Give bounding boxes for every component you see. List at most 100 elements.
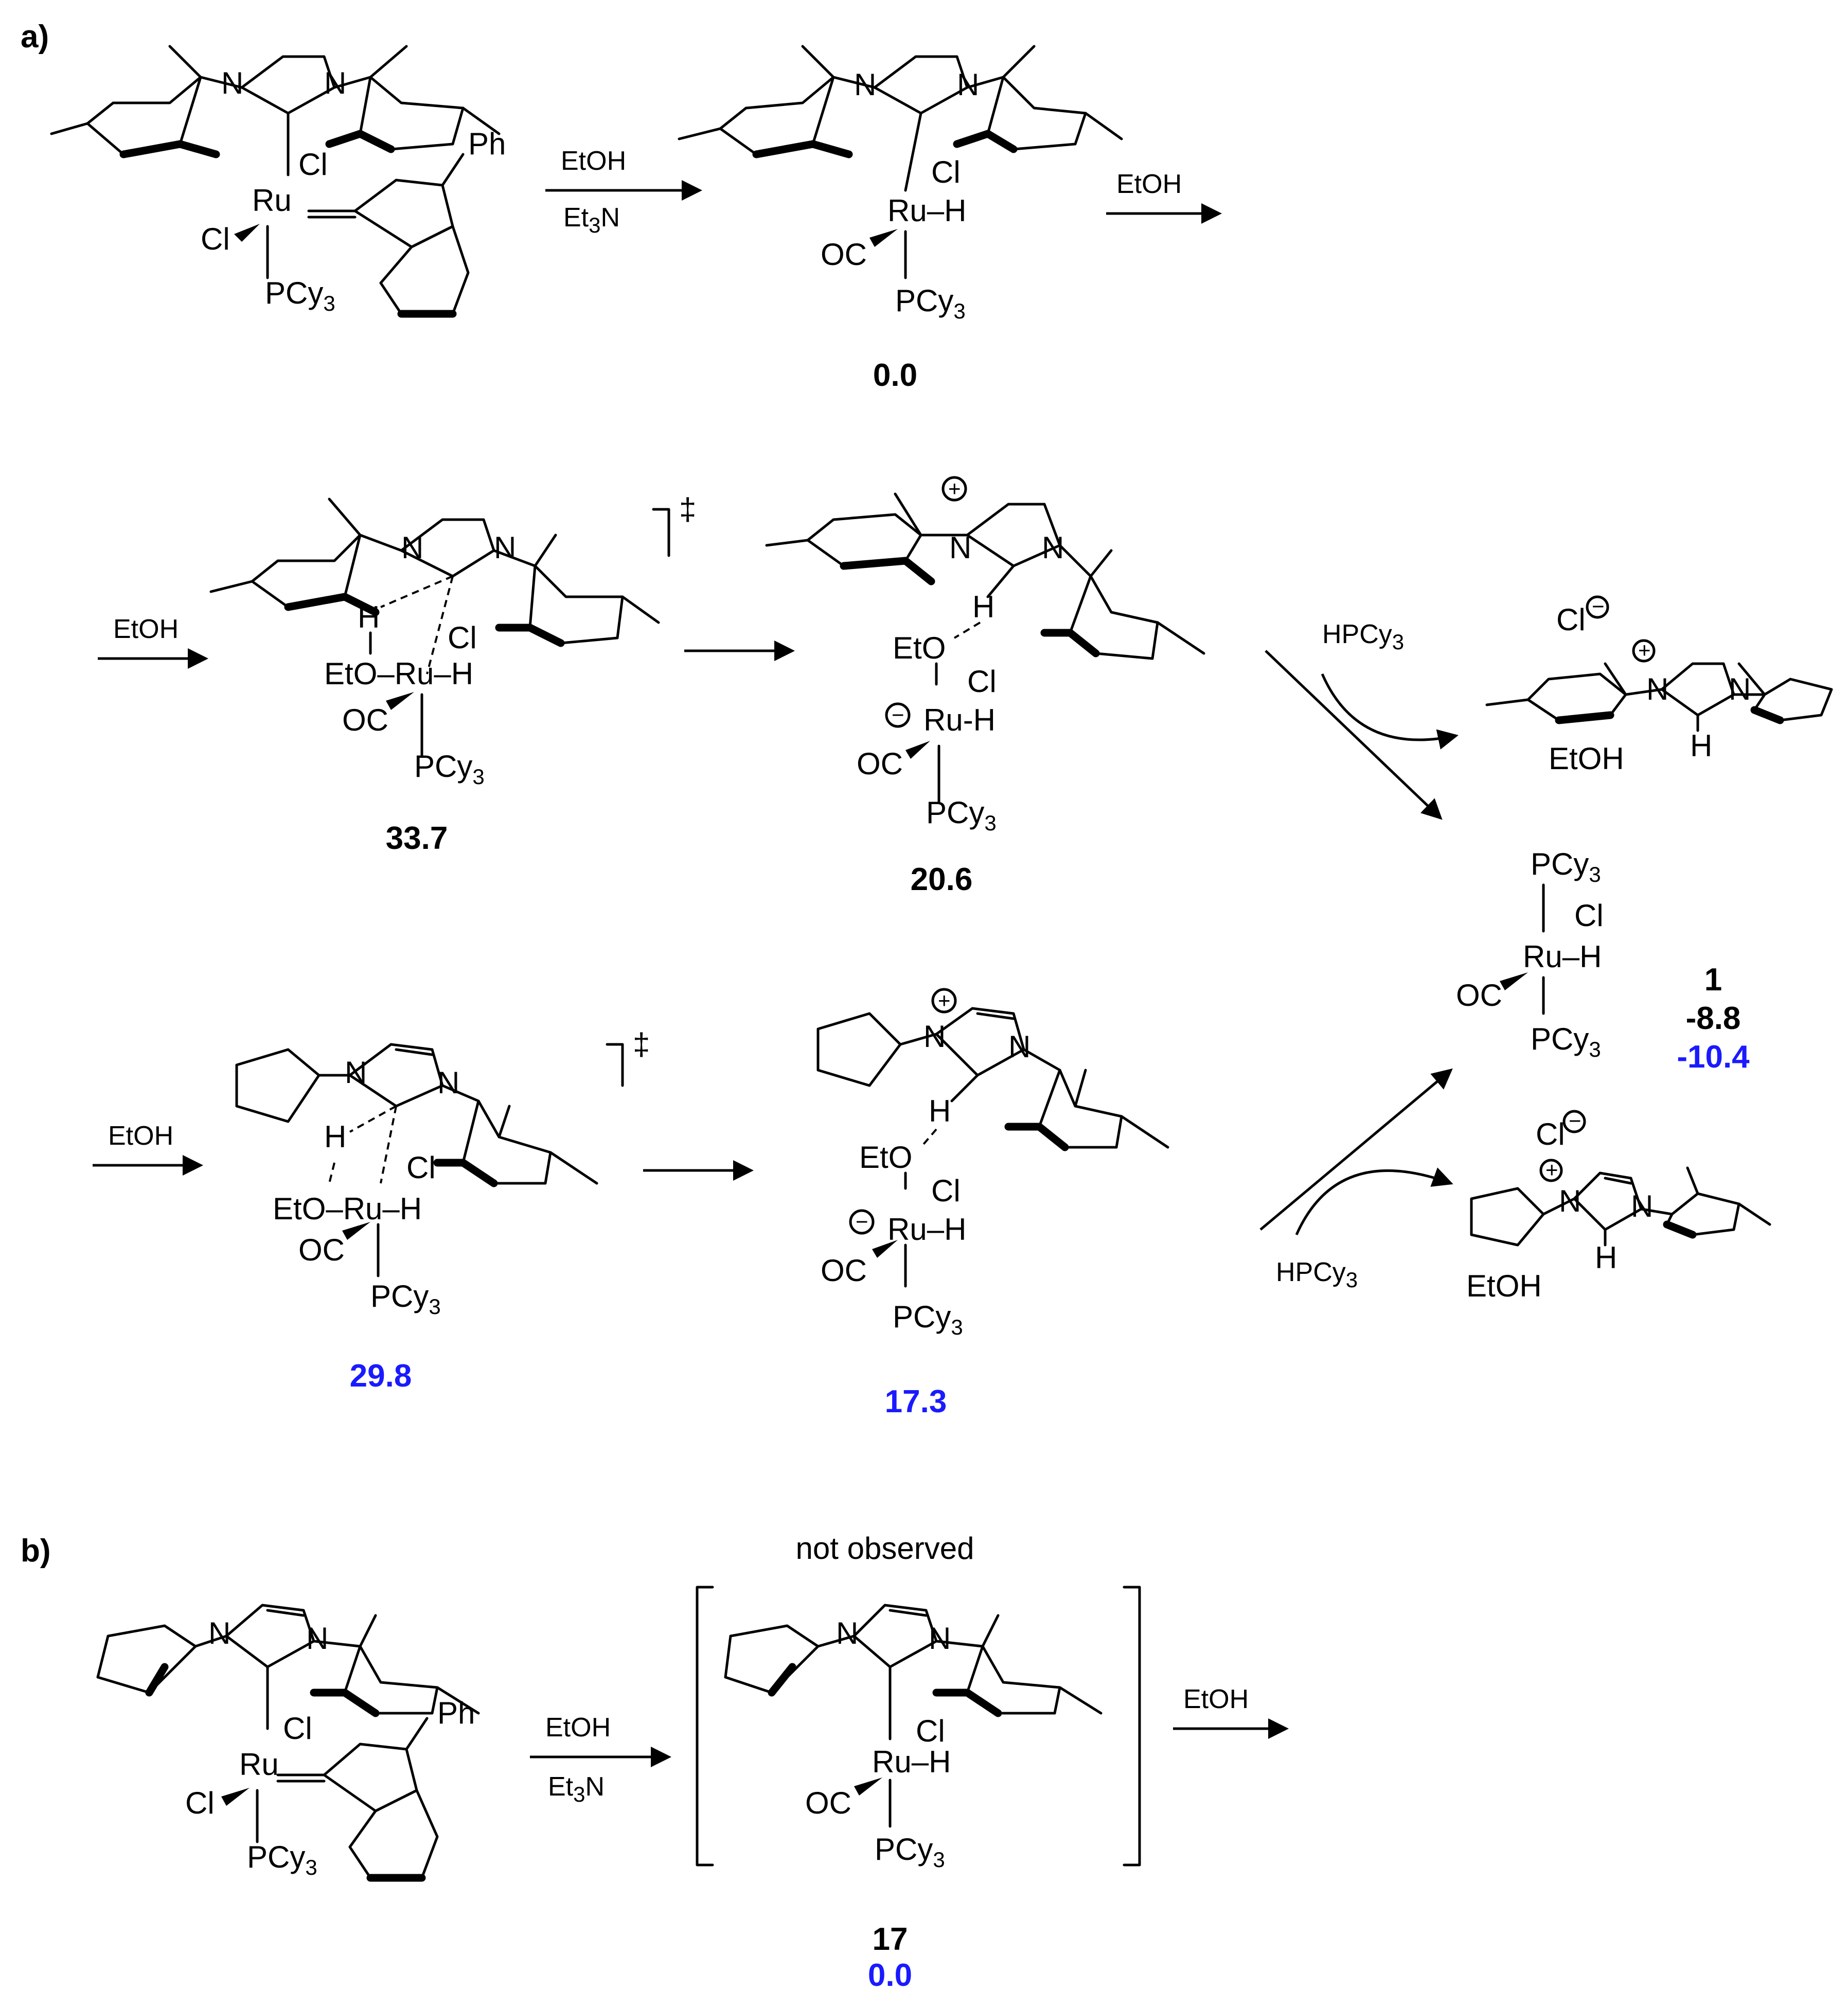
svg-text:−: − [1592, 594, 1605, 618]
atom-eto-ru-h: EtO–Ru–H [273, 1192, 422, 1226]
reagent-et3n: Et3N [563, 203, 620, 237]
atom-cl: Cl [916, 1714, 945, 1748]
structure-product-1: PCy3 Cl Ru–H OC PCy3 [1456, 847, 1604, 1061]
atom-n: N [854, 67, 876, 102]
atom-pcy: PCy3 [895, 283, 966, 323]
panel-a-label: a) [21, 19, 49, 55]
atom-oc: OC [342, 703, 388, 737]
atom-n: N [345, 1055, 367, 1090]
atom-h: H [1595, 1240, 1617, 1275]
bracket-right [1123, 1586, 1141, 1867]
atom-n: N [401, 530, 423, 565]
plus-charge-icon [941, 476, 967, 502]
energy-label-blue: 29.8 [350, 1358, 412, 1394]
arrow-byproduct-top [1321, 673, 1459, 750]
atom-n: N [1729, 672, 1751, 706]
atom-h: H [1690, 728, 1712, 763]
atom-oc: OC [805, 1786, 851, 1820]
svg-text:+: + [1545, 1158, 1558, 1182]
ts-dagger: ‡ [679, 492, 696, 526]
panel-b-label: b) [21, 1533, 51, 1569]
energy-label: 0.0 [873, 358, 917, 393]
atom-n: N [437, 1065, 459, 1100]
atom-oc: OC [298, 1233, 345, 1267]
structure-int-17-3: + N N H EtO Cl − Ru–H OC PCy3 [816, 988, 1169, 1339]
atom-cl: Cl [967, 664, 997, 699]
arrow-to-product-top [1265, 650, 1443, 820]
byproduct-etoh: EtOH [1549, 741, 1624, 776]
ts-bracket [606, 1043, 624, 1087]
atom-n: N [1646, 672, 1668, 706]
atom-n: N [208, 1616, 230, 1650]
atom-cl: Cl [448, 620, 477, 655]
structure-b-start-complex: N N Cl Ru Ph Cl PCy3 [96, 1604, 480, 1882]
structure-imidazolinium-salt: Cl − + N N H EtOH [1485, 594, 1833, 776]
reagent-etoh: EtOH [1116, 169, 1182, 199]
reagent-etoh: EtOH [1183, 1684, 1249, 1714]
reagent-etoh: EtOH [113, 614, 179, 644]
atom-n: N [1008, 1029, 1030, 1064]
energy-label: 33.7 [386, 821, 448, 856]
svg-text:−: − [856, 1210, 868, 1234]
energy-label: 20.6 [911, 862, 973, 897]
not-observed-note: not observed [796, 1531, 974, 1566]
atom-ru-h: Ru–H [887, 193, 966, 228]
energy-label-blue: 17.3 [885, 1384, 947, 1419]
atom-cl: Cl [931, 1174, 961, 1208]
atom-n: N [929, 1621, 951, 1656]
atom-oc: OC [821, 237, 867, 272]
atom-cl: Cl [1574, 898, 1604, 933]
atom-n: N [836, 1616, 858, 1650]
bracket-left [696, 1586, 714, 1867]
svg-text:+: + [1638, 638, 1651, 662]
atom-pcy: PCy3 [414, 749, 485, 789]
atom-cl: Cl [1536, 1117, 1565, 1151]
plus-charge-icon [1539, 1159, 1563, 1182]
atom-h: H [929, 1094, 951, 1128]
atom-h: H [972, 590, 994, 624]
atom-n: N [1042, 530, 1064, 565]
atom-n: N [221, 66, 243, 100]
atom-ph: Ph [437, 1696, 475, 1730]
pcy-subscript: 3 [323, 291, 335, 315]
atom-h: H [324, 1119, 346, 1154]
atom-pcy: PCy3 [370, 1279, 441, 1319]
atom-n: N [957, 67, 979, 102]
atom-pcy: PCy3 [926, 795, 997, 835]
atom-cl: Cl [298, 147, 328, 182]
svg-text:+: + [938, 988, 951, 1012]
charge-minus: − [892, 703, 904, 727]
svg-text:−: − [1569, 1109, 1582, 1133]
atom-cl: Cl [1556, 602, 1586, 637]
atom-oc: OC [857, 747, 903, 781]
structure-int-20-6: + N N H EtO Cl − Ru-H OC PCy3 [765, 476, 1205, 835]
atom-ru-h: Ru-H [923, 703, 996, 737]
byproduct-etoh: EtOH [1466, 1269, 1542, 1303]
ts-dagger: ‡ [633, 1027, 650, 1061]
atom-eto: EtO [893, 631, 946, 665]
energy-label-blue: -10.4 [1677, 1039, 1750, 1075]
structure-imidazolium-salt: Cl − + N N H EtOH [1466, 1109, 1771, 1303]
reagent-hpcy3: HPCy3 [1276, 1257, 1358, 1292]
ts-bracket [652, 508, 670, 557]
plus-charge-icon [931, 988, 957, 1014]
atom-n: N [324, 66, 346, 100]
atom-pcy: PCy3 [893, 1300, 963, 1339]
atom-n: N [1631, 1189, 1653, 1223]
reagent-etoh: EtOH [545, 1713, 611, 1743]
atom-oc: OC [1456, 978, 1502, 1012]
atom-n: N [1559, 1184, 1581, 1218]
structure-ru-hydride: N N Cl Ru–H OC PCy3 [678, 45, 1123, 323]
plus-charge-icon [1632, 639, 1656, 663]
compound-number: 17 [873, 1922, 908, 1957]
arrow-to-product-bottom [1259, 1068, 1453, 1231]
atom-cl: Cl [931, 155, 961, 189]
atom-pcy: PCy3 [265, 276, 335, 315]
atom-pcy: PCy3 [247, 1840, 317, 1879]
atom-ru-h: Ru–H [872, 1745, 951, 1779]
minus-charge-icon [885, 702, 911, 728]
energy-label-blue: 0.0 [868, 1958, 912, 1993]
atom-pcy: PCy3 [1531, 1022, 1601, 1061]
